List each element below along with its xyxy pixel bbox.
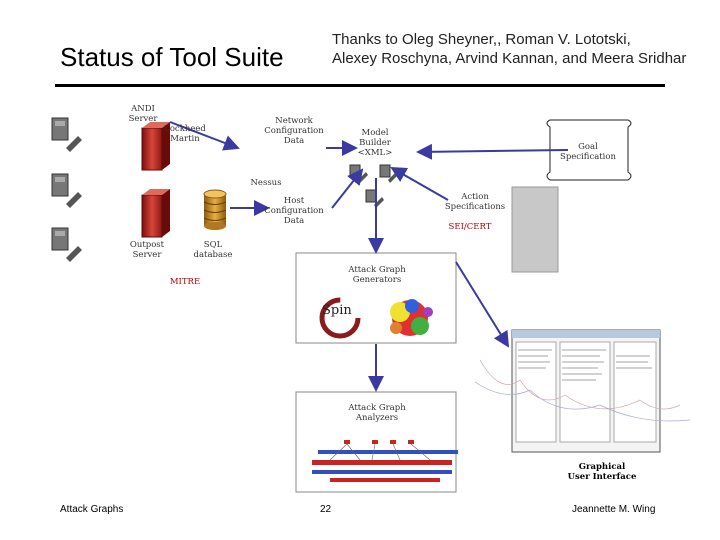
outpost-server-icon (141, 189, 170, 238)
action-spec-box (511, 186, 559, 273)
spin-logo-icon (319, 297, 361, 339)
gui-label: Graphical User Interface (567, 462, 637, 482)
goal-spec-scroll-icon (546, 119, 632, 181)
andi-server-icon (141, 122, 170, 171)
workstation-2-icon (51, 173, 82, 208)
sei-cert-label: SEI/CERT (448, 222, 492, 232)
flow-arrows (169, 121, 569, 392)
arrow-generator-gui (455, 261, 510, 348)
colored-graph-icon (390, 299, 433, 336)
model-builder-icons (349, 164, 398, 208)
gui-screenshot-icon (474, 329, 691, 453)
sql-database-icon (203, 189, 227, 230)
arrow-goal-model (416, 143, 569, 160)
credits-line-2: Alexey Roschyna, Arvind Kannan, and Meer… (332, 50, 687, 67)
attack-tree-icon (312, 440, 458, 482)
arrow-server-network (169, 121, 240, 151)
outpost-server-label: Outpost Server (129, 240, 165, 260)
lockheed-martin-label: Lockheed Martin (164, 124, 206, 144)
credits: Thanks to Oleg Sheyner,, Roman V. Lotots… (332, 30, 712, 68)
goal-spec-label: Goal Specification (560, 142, 616, 162)
title-rule (55, 84, 665, 87)
mitre-label: MITRE (169, 277, 201, 287)
arrow-action-model (390, 167, 449, 201)
host-config-label: Host Configuration Data (264, 196, 324, 226)
action-spec-label: Action Specifications (444, 192, 506, 212)
sql-database-label: SQL database (193, 240, 233, 260)
andi-server-label: ANDI Server (128, 104, 158, 124)
credits-line-1: Thanks to Oleg Sheyner,, Roman V. Lotots… (332, 31, 631, 48)
page-number: 22 (320, 504, 332, 515)
slide-title: Status of Tool Suite (60, 42, 284, 72)
footer-right: Jeannette M. Wing (572, 504, 656, 515)
nessus-label: Nessus (250, 178, 282, 188)
arrow-host-model (331, 168, 364, 209)
footer-left: Attack Graphs (60, 504, 124, 515)
workstation-1-icon (51, 117, 82, 152)
workstation-3-icon (51, 227, 82, 262)
network-config-label: Network Configuration Data (264, 116, 324, 146)
analyzers-label: Attack Graph Analyzers (348, 403, 406, 423)
model-builder-label: Model Builder <XML> (357, 128, 393, 158)
spin-logo-text: Spin (322, 303, 352, 318)
generators-label: Attack Graph Generators (348, 265, 406, 285)
